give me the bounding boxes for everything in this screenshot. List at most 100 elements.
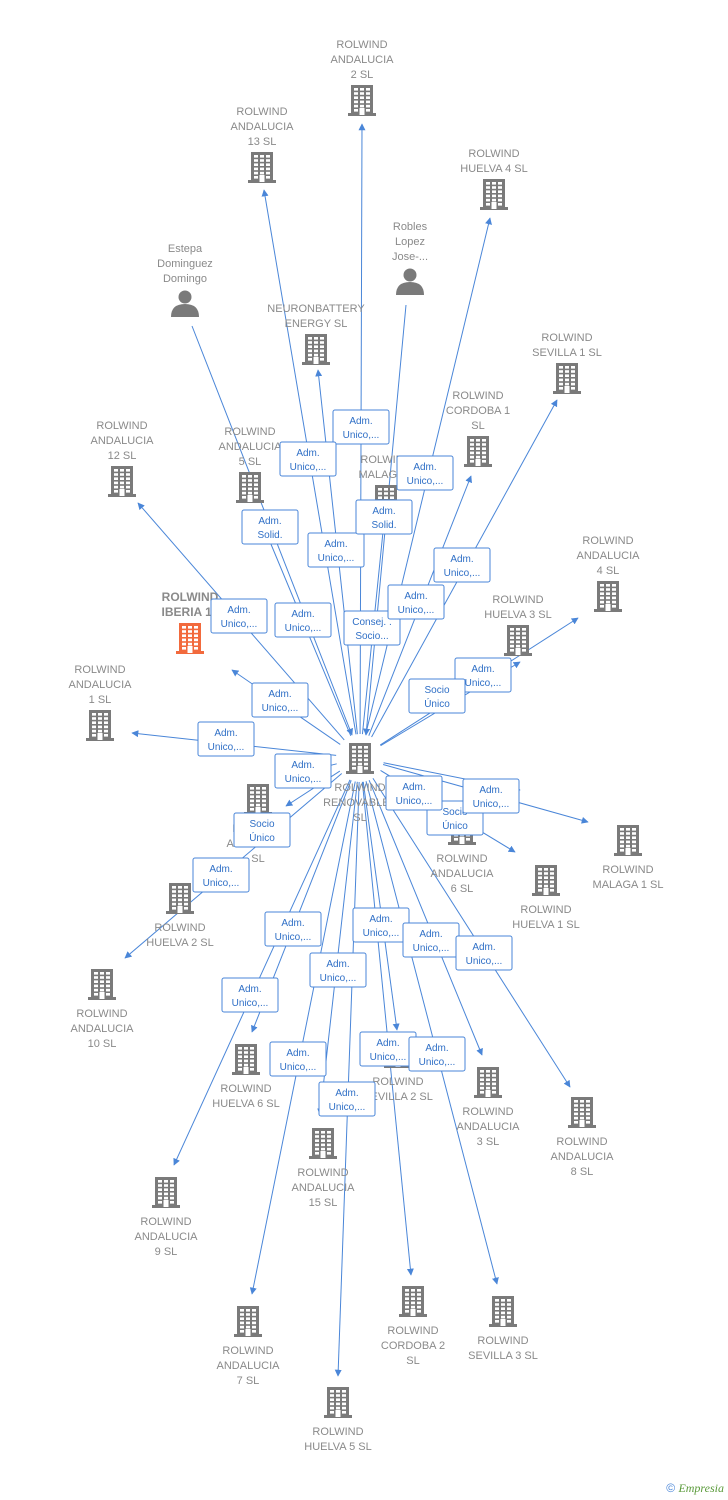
- node-label: HUELVA 6 SL: [212, 1098, 279, 1110]
- building-window: [352, 750, 356, 753]
- edge-label-r_and12[interactable]: Adm.Unico,...: [210, 598, 268, 634]
- building-window: [106, 993, 110, 996]
- edge-label-r_hue5[interactable]: Adm.Unico,...: [318, 1081, 376, 1117]
- edge-label-r_sev1[interactable]: Adm.Unico,...: [433, 547, 491, 583]
- edge-label-r_and13[interactable]: Adm.Unico,...: [279, 441, 337, 477]
- building-window: [516, 636, 520, 639]
- edge-label-r_and4[interactable]: Adm.Unico,...: [454, 657, 512, 693]
- building-window: [254, 491, 258, 495]
- building-window: [182, 638, 186, 642]
- edge-label-r_hue4[interactable]: Adm.Unico,...: [396, 455, 454, 491]
- building-window: [266, 176, 270, 179]
- building-icon: [248, 152, 276, 183]
- edge-label-r_and8[interactable]: Adm.Unico,...: [455, 935, 513, 971]
- edge-label-estepa[interactable]: Adm.Solid.: [241, 509, 299, 545]
- edge-label-text: Adm.: [450, 554, 473, 565]
- building-window: [321, 1139, 325, 1142]
- edge-label-r_and15[interactable]: Adm.Unico,...: [309, 952, 367, 988]
- edge-label-r_sev3[interactable]: Adm.Unico,...: [408, 1036, 466, 1072]
- building-window: [538, 868, 542, 871]
- edge-label-r_cor2[interactable]: Adm.Unico,...: [359, 1031, 417, 1067]
- building-window: [256, 803, 260, 807]
- edge-label-text: Socio: [424, 685, 449, 696]
- building-window: [507, 1320, 511, 1323]
- building-window: [606, 596, 610, 600]
- building-window: [256, 795, 260, 798]
- edge-label-text: Unico,...: [290, 462, 327, 473]
- node-label: ANDALUCIA: [577, 550, 641, 562]
- edge-label-r_sev2[interactable]: Adm.Unico,...: [352, 907, 410, 943]
- building-window: [492, 1070, 496, 1073]
- building-window: [366, 104, 370, 108]
- edge-label-r_mal1[interactable]: Adm.Unico,...: [462, 778, 520, 814]
- brand-logo[interactable]: Empresia: [678, 1481, 724, 1495]
- edge-label-r_and3[interactable]: Adm.Unico,...: [402, 922, 460, 958]
- node-label: ANDALUCIA: [431, 868, 495, 880]
- edge-label-r_hue1[interactable]: Adm.Unico,...: [385, 775, 443, 811]
- edge-label-robles[interactable]: Consej. .Socio...: [343, 610, 401, 646]
- edge-label-r_cor1[interactable]: Adm.Unico,...: [387, 584, 445, 620]
- edge-label-r_hue6[interactable]: Adm.Unico,...: [221, 977, 279, 1013]
- edge-label-box: [387, 584, 445, 620]
- edge-label-box: [332, 409, 390, 445]
- edge-label-r_and2[interactable]: Adm.Unico,...: [332, 409, 390, 445]
- edge-label-r_iber14[interactable]: Adm.Unico,...: [251, 682, 309, 718]
- building-window: [480, 1086, 484, 1090]
- node-label: ROLWIND: [222, 1345, 273, 1357]
- building-window: [194, 634, 198, 637]
- building-door: [247, 495, 253, 502]
- edge-r_sev3: [365, 781, 499, 1285]
- node-robles[interactable]: RoblesLopezJose-...: [392, 221, 428, 295]
- node-label: 3 SL: [477, 1136, 500, 1148]
- building-window: [574, 1116, 578, 1120]
- node-label: 8 SL: [571, 1166, 594, 1178]
- building-window: [248, 491, 252, 495]
- edge-label-r_and1[interactable]: Adm.Unico,...: [197, 721, 255, 757]
- edge-label-r_and10[interactable]: Adm.Unico,...: [274, 753, 332, 789]
- edge-label-box: [318, 1081, 376, 1117]
- building-window: [126, 481, 130, 485]
- building-window: [184, 886, 188, 889]
- edge-label-text: Unico,...: [407, 476, 444, 487]
- building-window: [172, 890, 176, 893]
- edge-label-r_mal[interactable]: Adm.Solid.: [355, 499, 413, 535]
- building-window: [194, 647, 198, 650]
- building-window: [244, 1051, 248, 1054]
- building-window: [320, 345, 324, 348]
- edge-label-r_and9[interactable]: Adm.Unico,...: [264, 911, 322, 947]
- edge-label-r_hue2[interactable]: Adm.Unico,...: [192, 857, 250, 893]
- edge-label-r_and5[interactable]: Adm.Unico,...: [274, 602, 332, 638]
- node-label: SEVILLA 1 SL: [532, 347, 602, 359]
- edge-label-neuron[interactable]: Adm.Unico,...: [307, 532, 365, 568]
- edge-label-r_and7[interactable]: Adm.Unico,...: [269, 1041, 327, 1077]
